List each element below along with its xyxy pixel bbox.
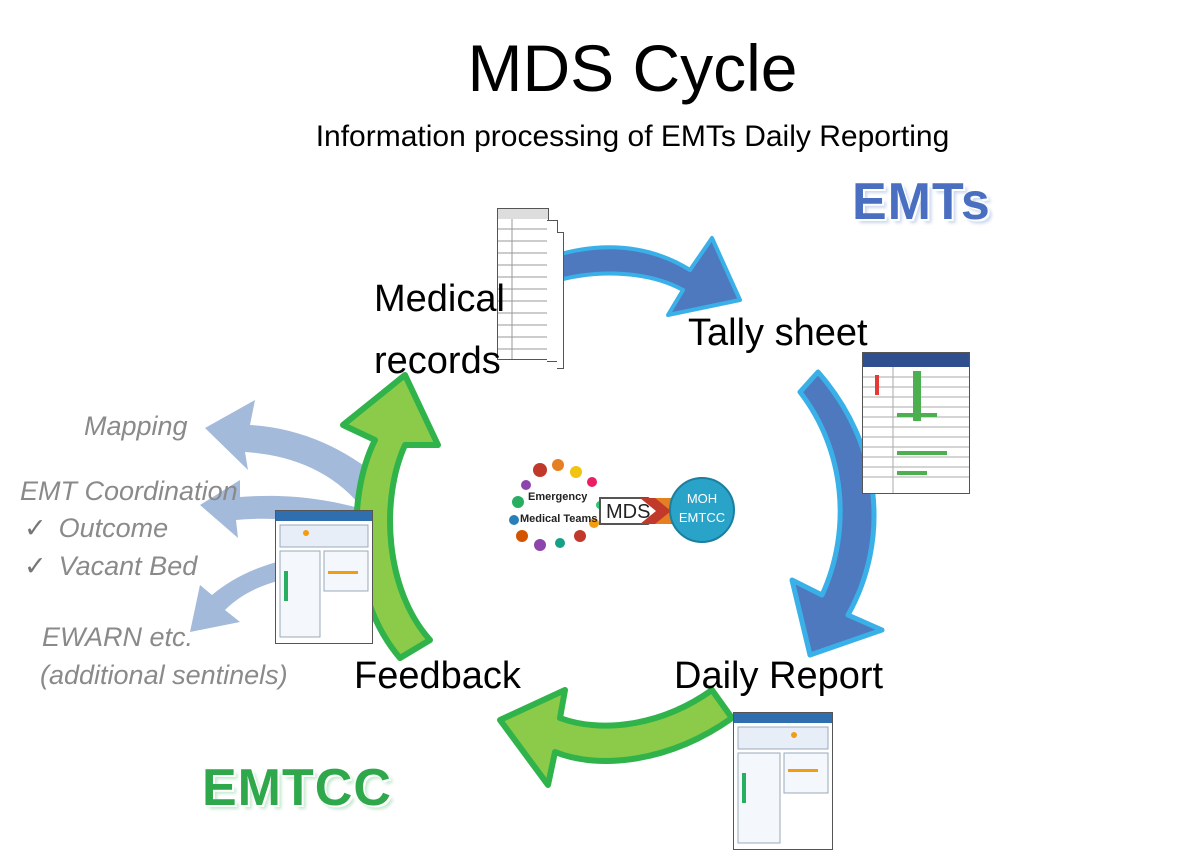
document-thumbnail-icon	[276, 511, 372, 638]
node-feedback: Feedback	[354, 655, 521, 697]
emtcc-arrows	[340, 372, 735, 788]
outcome-label: Outcome	[58, 513, 169, 543]
tally-sheet-thumbnail	[862, 352, 970, 494]
page-subtitle: Information processing of EMTs Daily Rep…	[315, 120, 950, 153]
document-thumbnail-icon	[498, 209, 548, 359]
side-checklist-vacant-bed: ✓ Vacant Bed	[24, 551, 197, 582]
node-medical-records-line1: Medical	[374, 278, 505, 320]
side-mapping: Mapping	[84, 411, 188, 441]
node-medical-records: Medical records	[374, 268, 505, 392]
side-ewarn-sentinels: (additional sentinels)	[40, 660, 288, 690]
moh-emtcc-circle	[669, 477, 735, 543]
medical-records-thumbnail-stack-2	[557, 232, 564, 369]
medical-teams-label: Medical Teams	[520, 513, 597, 525]
medical-records-thumbnail	[497, 208, 549, 360]
emts-label: EMTs	[852, 173, 991, 231]
vacant-bed-label: Vacant Bed	[58, 551, 198, 581]
document-thumbnail-icon	[734, 713, 832, 844]
node-medical-records-line2: records	[374, 340, 501, 382]
arrow-records-to-tally	[546, 236, 742, 317]
arrow-report-to-feedback	[497, 687, 735, 788]
feedback-thumbnail	[275, 510, 373, 644]
emtcc-circle-label: EMTCC	[679, 510, 725, 525]
emtcc-label: EMTCC	[202, 759, 392, 817]
center-logo: Emergency Medical Teams MDS MOH EMTCC	[509, 459, 735, 551]
node-daily-report: Daily Report	[674, 655, 884, 697]
side-emt-coordination: EMT Coordination	[20, 476, 238, 506]
mds-label: MDS	[606, 501, 650, 523]
document-thumbnail-icon	[863, 353, 969, 493]
side-checklist-outcome: ✓ Outcome	[24, 513, 168, 544]
node-tally-sheet: Tally sheet	[688, 312, 868, 354]
page-title: MDS Cycle	[467, 31, 798, 105]
arrow-to-ewarn	[190, 560, 285, 632]
check-icon: ✓	[24, 551, 47, 581]
side-ewarn: EWARN etc.	[42, 622, 194, 652]
emergency-label: Emergency	[528, 491, 588, 503]
emt-dots-icon	[509, 459, 604, 551]
moh-label: MOH	[687, 491, 717, 506]
check-icon: ✓	[24, 513, 47, 543]
arrow-to-mapping	[205, 400, 382, 505]
emts-arrows	[546, 236, 885, 658]
daily-report-thumbnail	[733, 712, 833, 850]
